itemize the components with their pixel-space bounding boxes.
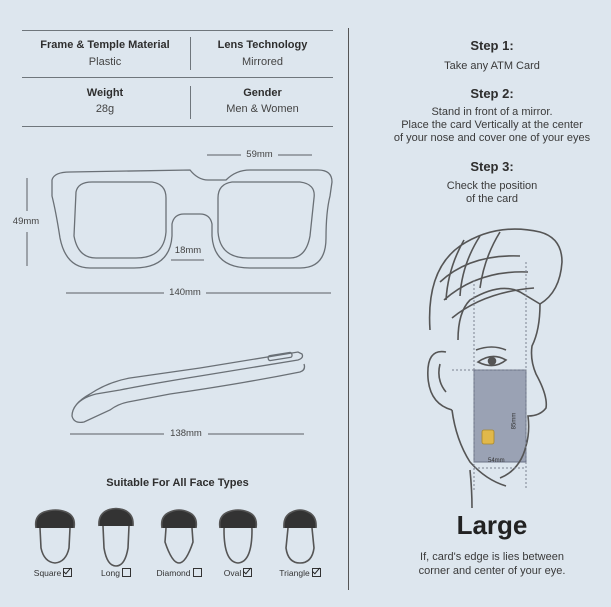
frame-material-value: Plastic [88,56,122,68]
face-type-oval: Oval [208,568,268,578]
table-divider-bottom [190,86,191,119]
card-height-label: 85mm [511,412,518,430]
square-face-icon [34,509,76,564]
gender-value: Men & Women [226,103,299,115]
card-chip-icon [481,429,495,445]
center-divider [348,28,349,590]
step3-line2: of the card [466,193,518,205]
face-type-label: Long [101,568,120,578]
face-type-label: Oval [223,568,242,578]
bridge-width-label: 18mm [174,245,202,256]
lens-technology-value: Mirrored [242,56,283,68]
temple-length-label: 138mm [170,428,202,439]
diamond-face-icon [160,509,198,564]
oval-face-icon [218,509,258,564]
checked-box-icon [311,568,321,577]
face-type-label: Triangle [279,568,310,578]
lens-width-label: 59mm [246,149,273,160]
step2-line3: of your nose and cover one of your eyes [393,132,591,144]
face-shapes-row [34,507,317,567]
face-types-title: Suitable For All Face Types [106,477,249,489]
step3-line1: Check the position [446,180,538,192]
table-bottom-line [22,126,333,127]
face-type-label: Diamond [156,568,191,578]
gender-title: Gender [243,87,282,99]
result-size-label: Large [456,510,528,540]
table-divider-top [190,37,191,70]
face-type-triangle: Triangle [270,568,330,578]
checked-box-icon [243,568,253,577]
lens-technology-title: Lens Technology [217,39,308,51]
face-type-square: Square [23,568,83,578]
glasses-front-illustration [26,154,333,294]
card-width-label: 54mm [488,458,505,464]
triangle-face-icon [283,509,317,564]
table-top-line [22,30,333,31]
step2-line1: Stand in front of a mirror. [431,106,553,118]
checked-box-icon [63,568,73,577]
face-type-label: Square [33,568,62,578]
step3-title: Step 3: [470,159,514,174]
unchecked-box-icon [192,568,202,577]
face-type-diamond: Diamond [149,568,209,578]
unchecked-box-icon [121,568,131,577]
atm-card-icon [473,369,527,463]
temple-side-illustration [70,351,306,435]
frame-material-title: Frame & Temple Material [40,39,170,51]
head-card-illustration [427,228,563,509]
result-line1: If, card's edge is lies between [420,551,564,563]
step1-title: Step 1: [470,38,514,53]
long-face-icon [98,507,134,567]
weight-title: Weight [86,87,124,99]
face-type-long: Long [86,568,146,578]
step2-line2: Place the card Vertically at the center [401,119,583,131]
frame-width-label: 140mm [169,287,201,298]
lens-height-label: 49mm [12,216,40,227]
step2-title: Step 2: [470,86,514,101]
weight-value: 28g [95,103,115,115]
result-line2: corner and center of your eye. [418,565,566,577]
step1-text: Take any ATM Card [444,60,540,72]
table-middle-line [22,77,333,78]
